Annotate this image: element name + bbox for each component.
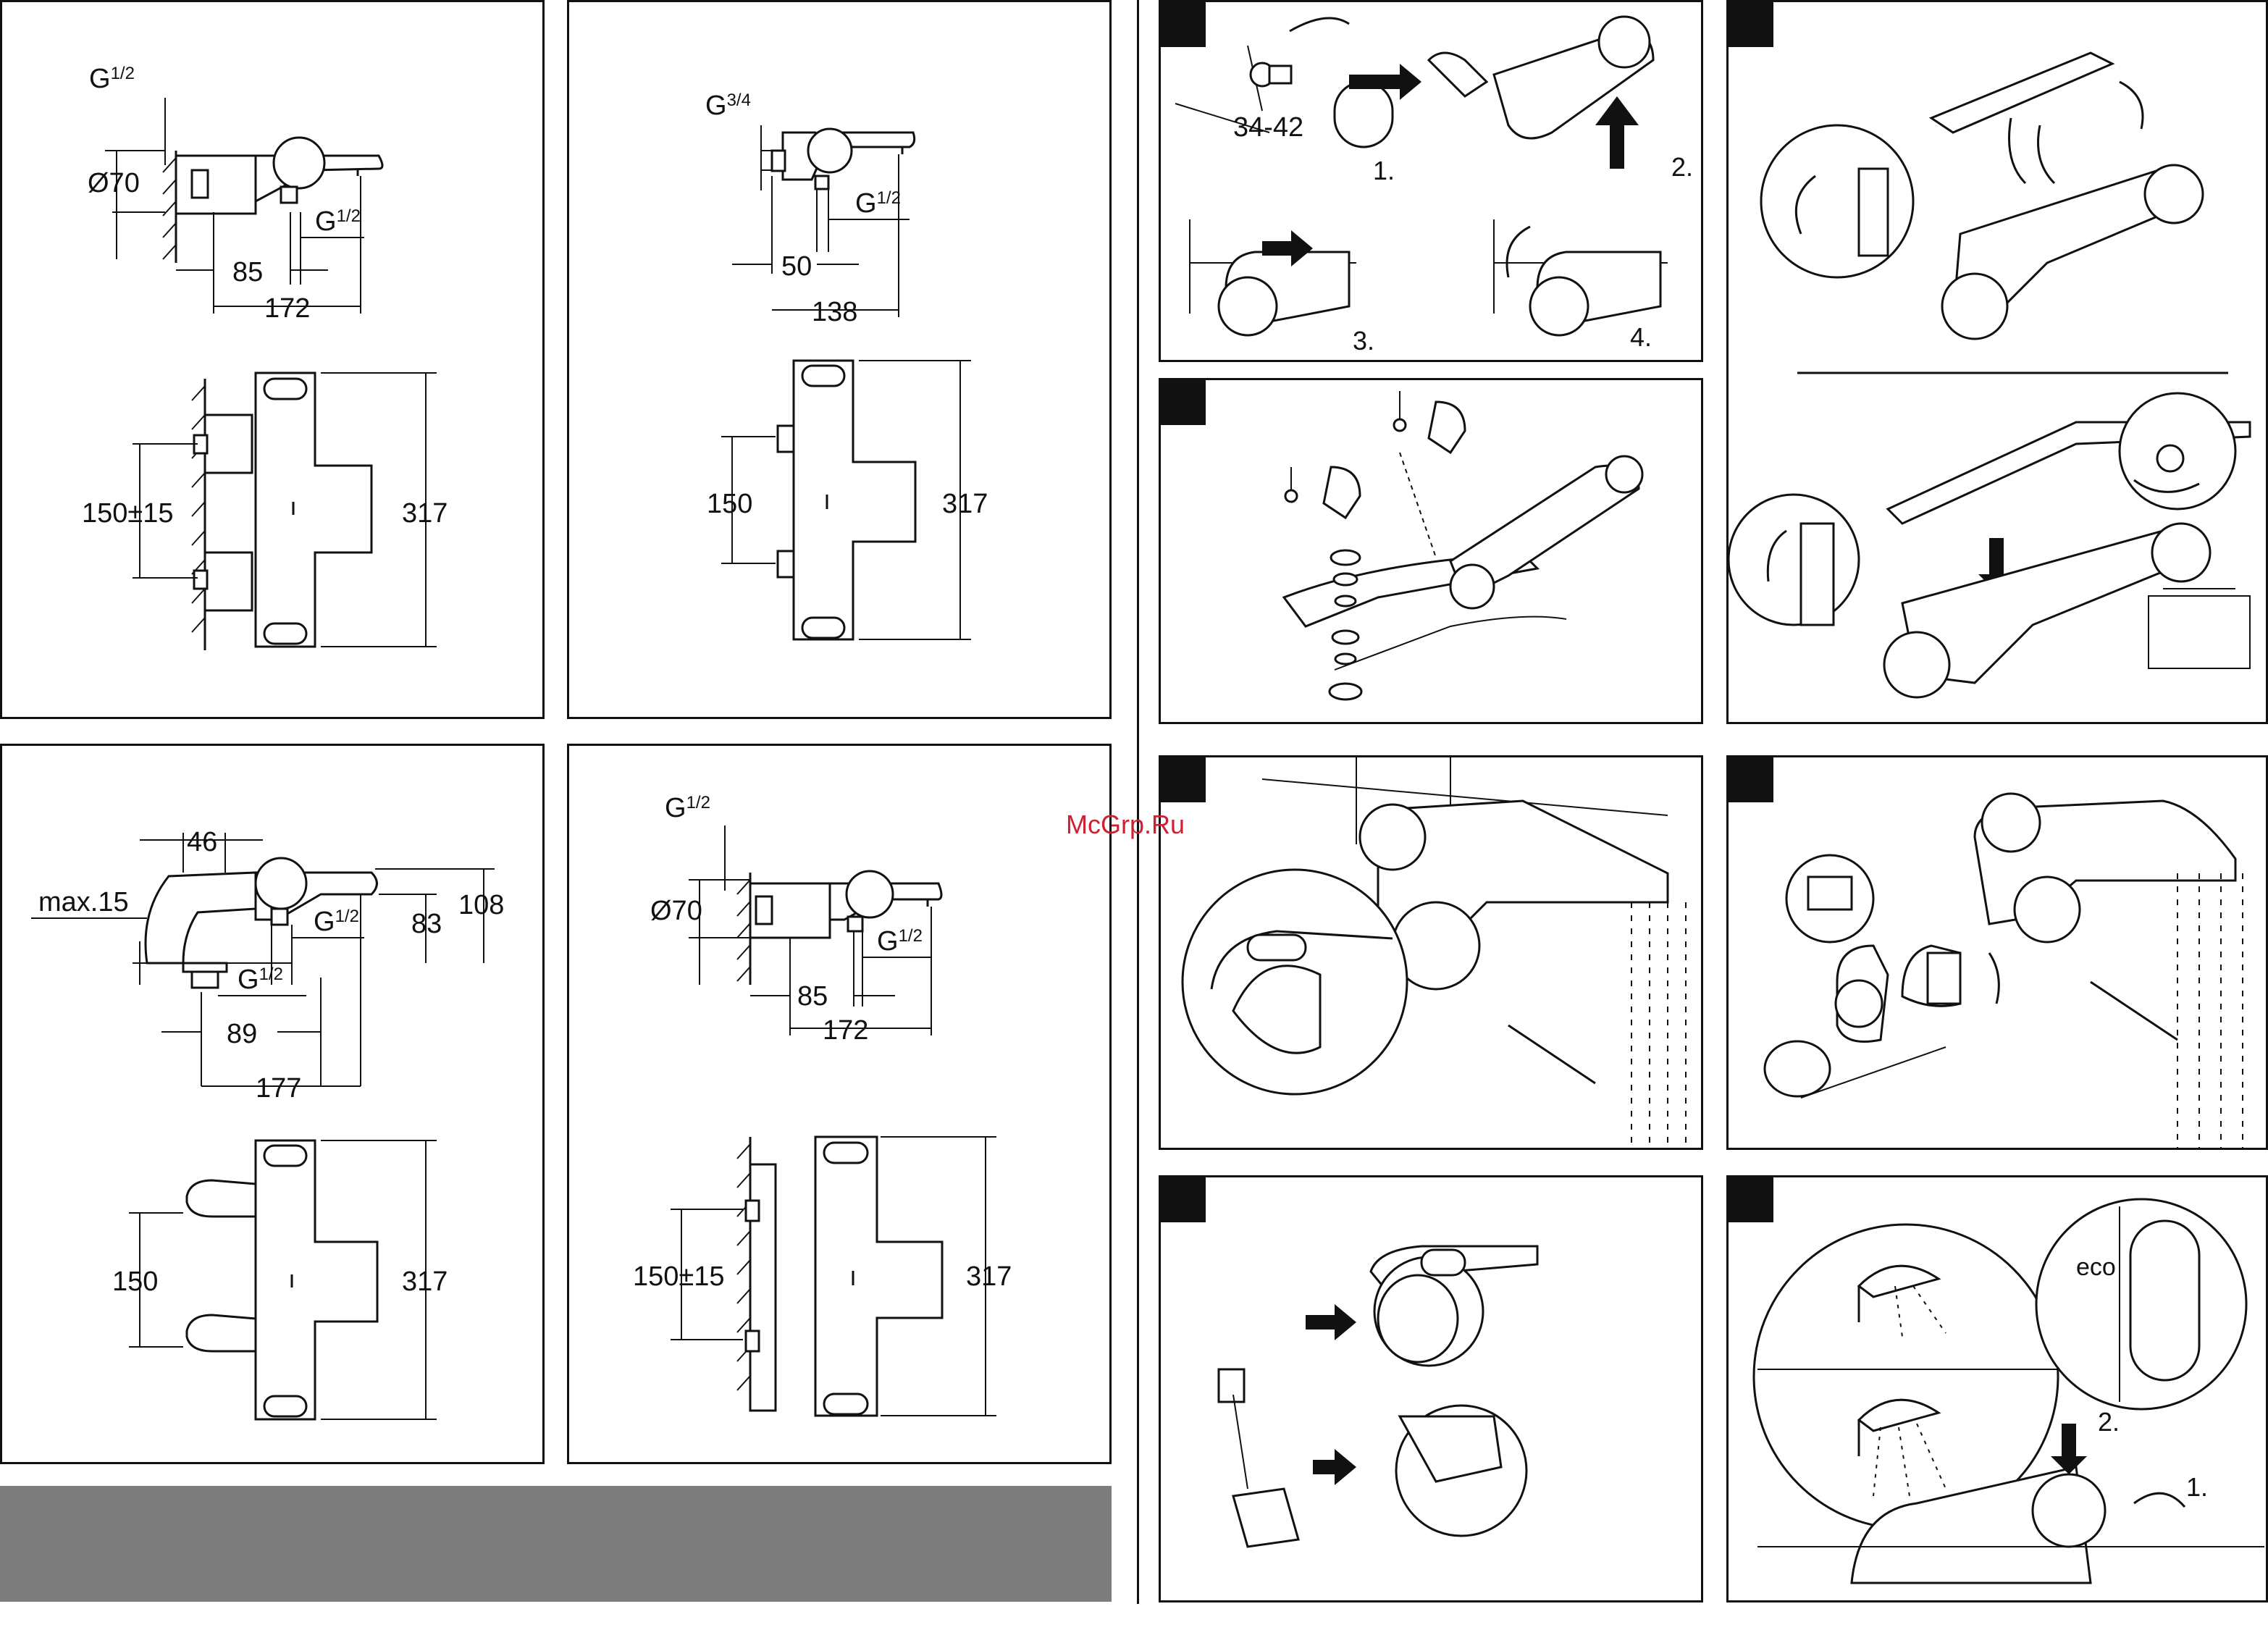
p4-dim-85: 85 [797,981,828,1012]
p3-dim-46: 46 [187,827,217,857]
watermark-text: McGrp.Ru [1066,810,1185,840]
operate-step-1: 1. [2186,1472,2208,1502]
p1-dim-85: 85 [232,257,263,287]
p4-diameter-label: Ø70 [650,896,702,926]
operate-step-2: 2. [2098,1407,2120,1437]
p4-thread-top: G1/2 [665,793,710,823]
p4-dim-172: 172 [823,1015,868,1046]
p4-dim-317: 317 [966,1261,1012,1292]
p4-dim-150: 150±15 [633,1261,725,1292]
connection-panel [1159,378,1703,724]
p3-dim-89: 89 [227,1019,257,1049]
operation-drawing: eco 1. 2. [1729,1177,2268,1605]
install-range-label: 34-42 [1233,112,1303,143]
p2-dim-150: 150 [707,489,752,519]
dimension-panel-2: G3/4 G1/2 50 138 150 317 [567,0,1112,719]
p2-dim-317: 317 [942,489,988,519]
p3-dim-177: 177 [256,1073,301,1104]
operation-panel: eco 1. 2. [1726,1175,2268,1602]
p2-thread-bottom: G1/2 [855,188,901,219]
p1-thread-bottom: G1/2 [315,206,361,237]
dimension-panel-4: G1/2 Ø70 G1/2 85 172 150±15 317 [567,744,1112,1464]
mounting-drawing [1729,2,2268,726]
handle-panel [1159,1175,1703,1602]
install-steps-drawing: 34-42 1. 2. 3. 4. [1161,2,1705,364]
p1-dim-150: 150±15 [82,498,174,529]
install-step-2: 2. [1671,152,1693,182]
p3-dim-108: 108 [458,890,504,920]
p2-dim-138: 138 [812,297,857,327]
cartridge-drawing [1729,757,2268,1152]
dimension-panel-1: G1/2 Ø70 G1/2 85 172 150±15 317 [0,0,545,719]
p1-dim-172: 172 [264,293,310,324]
install-step-4: 4. [1630,322,1652,352]
p3-thread-a: G1/2 [314,907,359,937]
dimension-drawing-3: 46 max.15 G1/2 G1/2 83 108 89 177 150 [2,746,547,1466]
p4-thread-bottom: G1/2 [877,926,923,957]
mounting-panel [1726,0,2268,724]
p3-dim-317: 317 [402,1266,448,1297]
p3-dim-83: 83 [411,909,442,939]
cartridge-panel [1726,755,2268,1150]
spout-panel [1159,755,1703,1150]
dimension-drawing-1: G1/2 Ø70 G1/2 85 172 150±15 317 [2,2,547,721]
p1-diameter-label: Ø70 [88,168,140,198]
p3-thread-b: G1/2 [238,965,283,995]
p1-thread-top: G1/2 [89,64,135,94]
install-step-3: 3. [1353,326,1374,356]
eco-label: eco [2076,1253,2116,1281]
p1-dim-317: 317 [402,498,448,529]
p2-thread-top: G3/4 [705,91,751,121]
vertical-divider [1137,0,1139,1604]
install-step-1: 1. [1373,156,1395,185]
p3-dim-150: 150 [112,1266,158,1297]
connection-drawing [1161,380,1705,726]
dimension-drawing-4: G1/2 Ø70 G1/2 85 172 150±15 317 [569,746,1114,1466]
spout-drawing [1161,757,1705,1152]
dimension-drawing-2: G3/4 G1/2 50 138 150 317 [569,2,1114,721]
p3-max15: max.15 [38,887,129,917]
gray-footer-bar [0,1486,1112,1602]
p2-dim-50: 50 [781,251,812,282]
dimension-panel-3: 46 max.15 G1/2 G1/2 83 108 89 177 150 [0,744,545,1464]
handle-drawing [1161,1177,1705,1605]
install-steps-panel: 34-42 1. 2. 3. 4. [1159,0,1703,362]
